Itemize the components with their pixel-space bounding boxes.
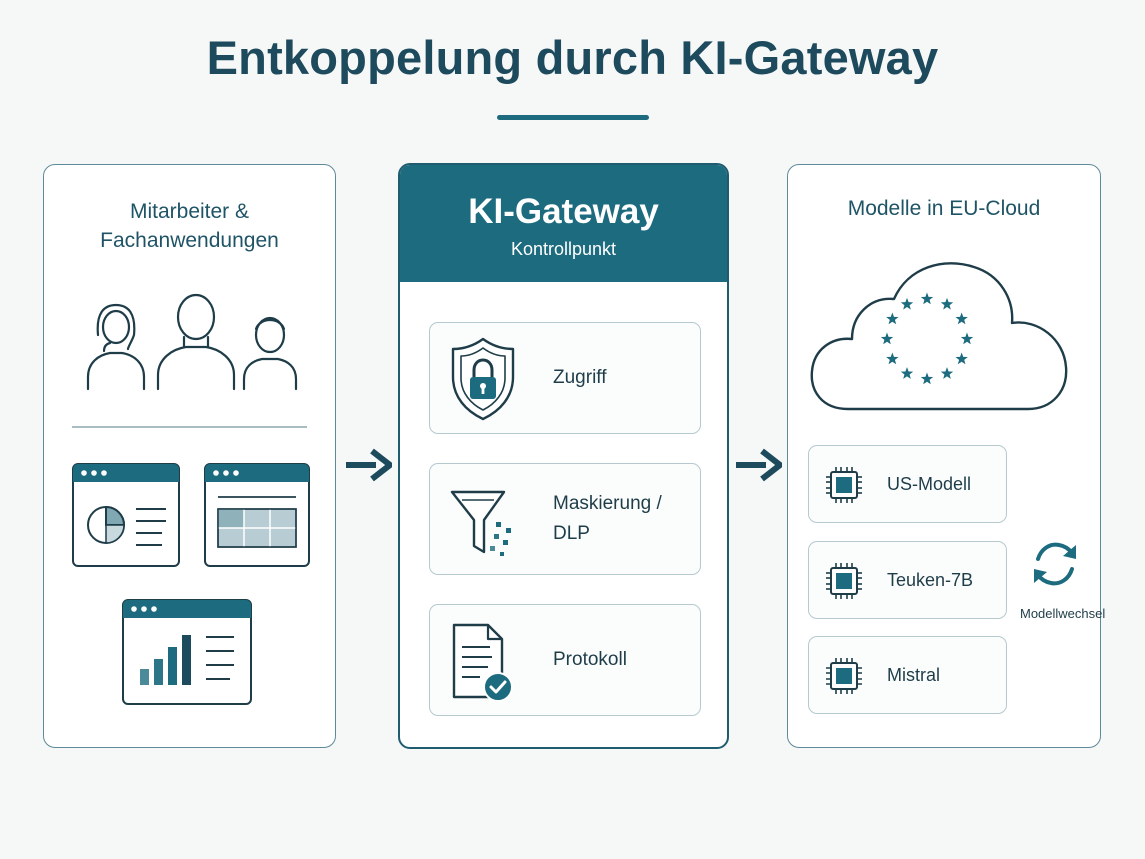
pie-chart-window-icon <box>72 463 180 567</box>
employees-heading: Mitarbeiter & Fachanwendungen <box>44 197 335 255</box>
bar-chart-window-icon <box>122 599 252 705</box>
shield-lock-icon <box>451 337 515 421</box>
arrow-right-icon <box>736 448 782 482</box>
model-label-mistral: Mistral <box>887 664 940 685</box>
employees-heading-line2: Fachanwendungen <box>100 229 279 252</box>
model-label-us: US-Modell <box>887 473 972 494</box>
employees-heading-line1: Mitarbeiter & <box>129 200 250 223</box>
chip-icon <box>826 658 862 694</box>
feature-card-masking: Maskierung / DLP <box>429 463 701 575</box>
chip-icon <box>826 563 862 599</box>
models-heading: Modelle in EU-Cloud <box>847 197 1041 220</box>
feature-label-masking-line2: DLP <box>553 523 590 544</box>
table-window-icon <box>204 463 310 567</box>
feature-label-masking-line1: Maskierung / <box>553 493 662 514</box>
eu-star-icon <box>886 352 899 365</box>
model-card-mistral: Mistral <box>808 636 1007 714</box>
eu-star-icon <box>880 332 894 345</box>
gateway-title: KI-Gateway <box>468 192 659 231</box>
feature-card-access: Zugriff <box>429 322 701 434</box>
left-divider <box>72 426 307 428</box>
feature-label-masking: Maskierung / DLP <box>553 464 693 574</box>
user-group-icon <box>86 293 298 391</box>
eu-cloud-icon <box>810 262 1068 411</box>
model-card-us: US-Modell <box>808 445 1007 523</box>
refresh-cycle-icon <box>1034 542 1076 586</box>
eu-star-icon <box>960 332 974 345</box>
feature-card-log: Protokoll <box>429 604 701 716</box>
feature-label-access: Zugriff <box>553 367 607 388</box>
model-card-teuken: Teuken-7B <box>808 541 1007 619</box>
gateway-subtitle: Kontrollpunkt <box>510 239 617 259</box>
eu-star-icon <box>900 367 914 379</box>
employees-panel: Mitarbeiter & Fachanwendungen <box>43 164 336 748</box>
model-label-teuken: Teuken-7B <box>887 569 974 590</box>
eu-star-icon <box>940 297 954 310</box>
eu-star-icon <box>940 367 954 379</box>
title-underline <box>497 115 649 120</box>
eu-star-icon <box>920 372 934 385</box>
eu-star-icon <box>920 292 934 305</box>
filter-funnel-icon <box>450 490 511 556</box>
feature-label-log: Protokoll <box>553 649 627 670</box>
eu-star-icon <box>886 312 899 325</box>
eu-star-icon <box>955 352 968 365</box>
document-check-icon <box>452 623 513 702</box>
model-switch-label: Modellwechsel <box>1020 606 1106 621</box>
eu-star-icon <box>900 297 914 310</box>
gateway-header: KI-Gateway Kontrollpunkt <box>400 165 727 282</box>
page-title: Entkoppelung durch KI-Gateway <box>206 31 939 84</box>
eu-star-icon <box>955 312 968 325</box>
gateway-panel: KI-Gateway Kontrollpunkt Zugriff Maskier <box>398 163 729 749</box>
chip-icon <box>826 467 862 503</box>
arrow-right-icon <box>346 448 392 482</box>
models-panel: Modelle in EU-Cloud US-Modell <box>787 164 1101 748</box>
